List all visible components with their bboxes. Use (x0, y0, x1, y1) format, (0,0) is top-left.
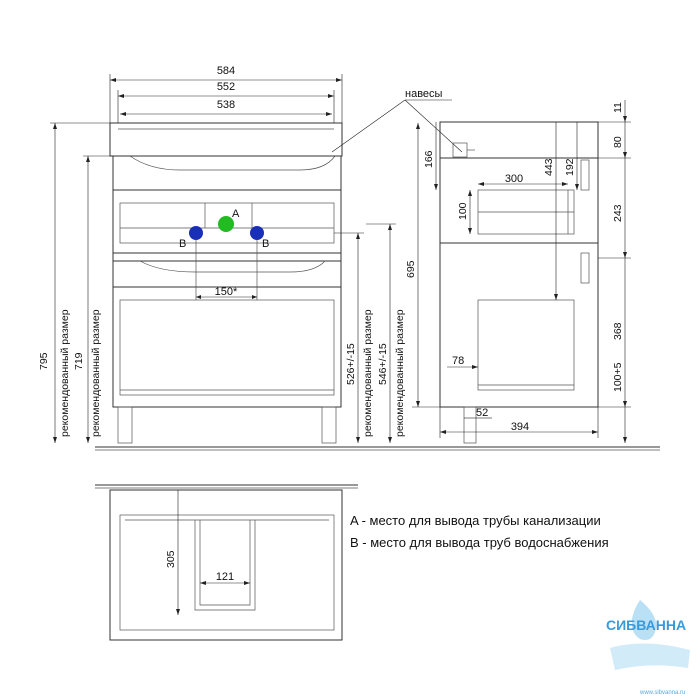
front-view: 150* A B B (109, 122, 343, 444)
logo-name: СИБВАННА (606, 617, 686, 633)
front-right-dimensions: 526+/-15 рекомендованный размер 546+/-15… (334, 123, 440, 443)
rec-size-label-3: рекомендованный размер (362, 309, 374, 437)
dim-394: 394 (511, 421, 529, 433)
dim-552: 552 (217, 81, 235, 93)
legend: A - место для вывода трубы канализации B… (350, 513, 609, 550)
sewer-outlet-marker (218, 216, 234, 232)
sibvanna-logo: СИБВАННА www.sibvanna.ru (606, 600, 690, 696)
dim-166: 166 (423, 150, 435, 168)
legend-a: A - место для вывода трубы канализации (350, 513, 601, 528)
pipe-spacing-label: 150* (215, 286, 238, 298)
dim-52: 52 (476, 407, 488, 419)
floor-line (95, 446, 660, 451)
water-pipe-marker-right (250, 226, 264, 240)
top-dimensions: 584 552 538 навесы (109, 65, 463, 153)
dim-100-5: 100+5 (612, 362, 624, 392)
dim-100: 100 (457, 202, 469, 220)
hinges-label: навесы (405, 88, 443, 100)
dim-538: 538 (217, 99, 235, 111)
dim-719: 719 (73, 352, 85, 370)
dim-526: 526+/-15 (345, 343, 357, 385)
dim-695: 695 (405, 260, 417, 278)
dim-546: 546+/-15 (377, 343, 389, 385)
rec-size-label-2: рекомендованный размер (90, 309, 102, 437)
logo-url: www.sibvanna.ru (639, 690, 685, 696)
dim-443: 443 (543, 158, 555, 176)
rec-size-label-1: рекомендованный размер (59, 309, 71, 437)
water-pipe-marker-left (189, 226, 203, 240)
dim-584: 584 (217, 65, 235, 77)
legend-b: B - место для вывода труб водоснабжения (350, 535, 609, 550)
rec-size-label-4: рекомендованный размер (394, 309, 406, 437)
dim-192: 192 (564, 158, 576, 176)
dim-243: 243 (612, 204, 624, 222)
dim-121: 121 (216, 571, 234, 583)
dim-80: 80 (612, 136, 624, 148)
marker-a-label: A (232, 208, 240, 220)
dim-11: 11 (612, 102, 624, 113)
dim-300: 300 (505, 173, 523, 185)
marker-b-right-label: B (262, 238, 269, 250)
plan-view: 305 121 (95, 484, 358, 641)
left-dimensions: 795 рекомендованный размер 719 рекомендо… (38, 122, 113, 443)
dim-78: 78 (452, 355, 464, 367)
marker-b-left-label: B (179, 238, 186, 250)
dim-368: 368 (612, 322, 624, 340)
dim-305: 305 (165, 550, 177, 568)
side-view: 11 80 243 368 100+5 166 443 192 300 (423, 100, 631, 444)
dim-795: 795 (38, 352, 50, 370)
